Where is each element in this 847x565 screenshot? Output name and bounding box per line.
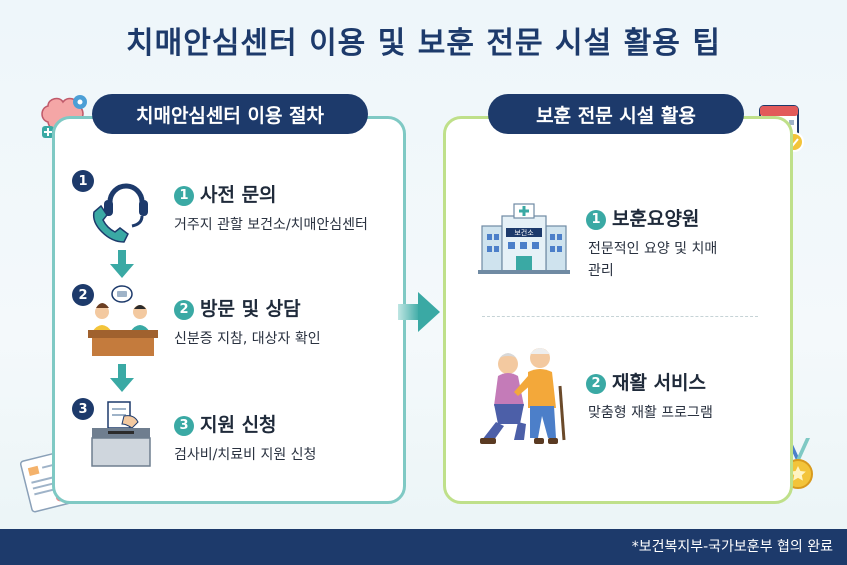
step-1-title-text: 사전 문의 (200, 184, 277, 206)
step-2-title: 2 방문 및 상담 (174, 294, 301, 321)
consultation-desk-icon (88, 285, 158, 356)
facility-2-title-text: 재활 서비스 (612, 372, 707, 394)
step-3-title-text: 지원 신청 (200, 414, 277, 436)
procedure-panel (52, 116, 406, 504)
step-2-desc: 신분증 지참, 대상자 확인 (174, 331, 321, 347)
step-3-badge: 3 (174, 415, 194, 436)
facility-panel (443, 116, 793, 504)
footer-note: *보건복지부-국가보훈부 협의 완료 (631, 539, 833, 555)
hospital-building-icon: 보건소 (478, 203, 570, 274)
facility-1-title-text: 보훈요양원 (612, 208, 700, 230)
procedure-header: 치매안심센터 이용 절차 (92, 94, 368, 134)
facility-1-desc: 전문적인 요양 및 치매 관리 (588, 241, 718, 279)
facility-header: 보훈 전문 시설 활용 (488, 94, 744, 134)
facility-1-title: 1 보훈요양원 (586, 204, 699, 231)
arrow-down-icon (110, 364, 134, 392)
step-number-1: 1 (72, 170, 94, 192)
page-title: 치매안심센터 이용 및 보훈 전문 시설 활용 팁 (126, 26, 721, 61)
step-1-badge: 1 (174, 185, 194, 206)
ballot-box-icon (91, 401, 151, 467)
facility-2-title: 2 재활 서비스 (586, 368, 706, 395)
facility-2-desc: 맞춤형 재활 프로그램 (588, 405, 713, 421)
arrow-right-icon (398, 292, 440, 332)
step-3-title: 3 지원 신청 (174, 410, 277, 437)
step-2-badge: 2 (174, 299, 194, 320)
step-3-desc: 검사비/치료비 지원 신청 (174, 447, 317, 463)
step-1-desc: 거주지 관할 보건소/치매안심센터 (174, 217, 368, 233)
step-2-title-text: 방문 및 상담 (200, 298, 301, 320)
step-1-title: 1 사전 문의 (174, 180, 277, 207)
arrow-down-icon (110, 250, 134, 278)
step-number-2: 2 (72, 284, 94, 306)
step-number-3: 3 (72, 398, 94, 420)
facility-1-badge: 1 (586, 209, 606, 230)
section-divider (482, 316, 758, 317)
footer-bar (0, 529, 847, 565)
elderly-couple-icon (480, 348, 566, 444)
headset-phone-icon (92, 183, 148, 243)
building-sign: 보건소 (514, 228, 534, 237)
facility-2-badge: 2 (586, 373, 606, 394)
